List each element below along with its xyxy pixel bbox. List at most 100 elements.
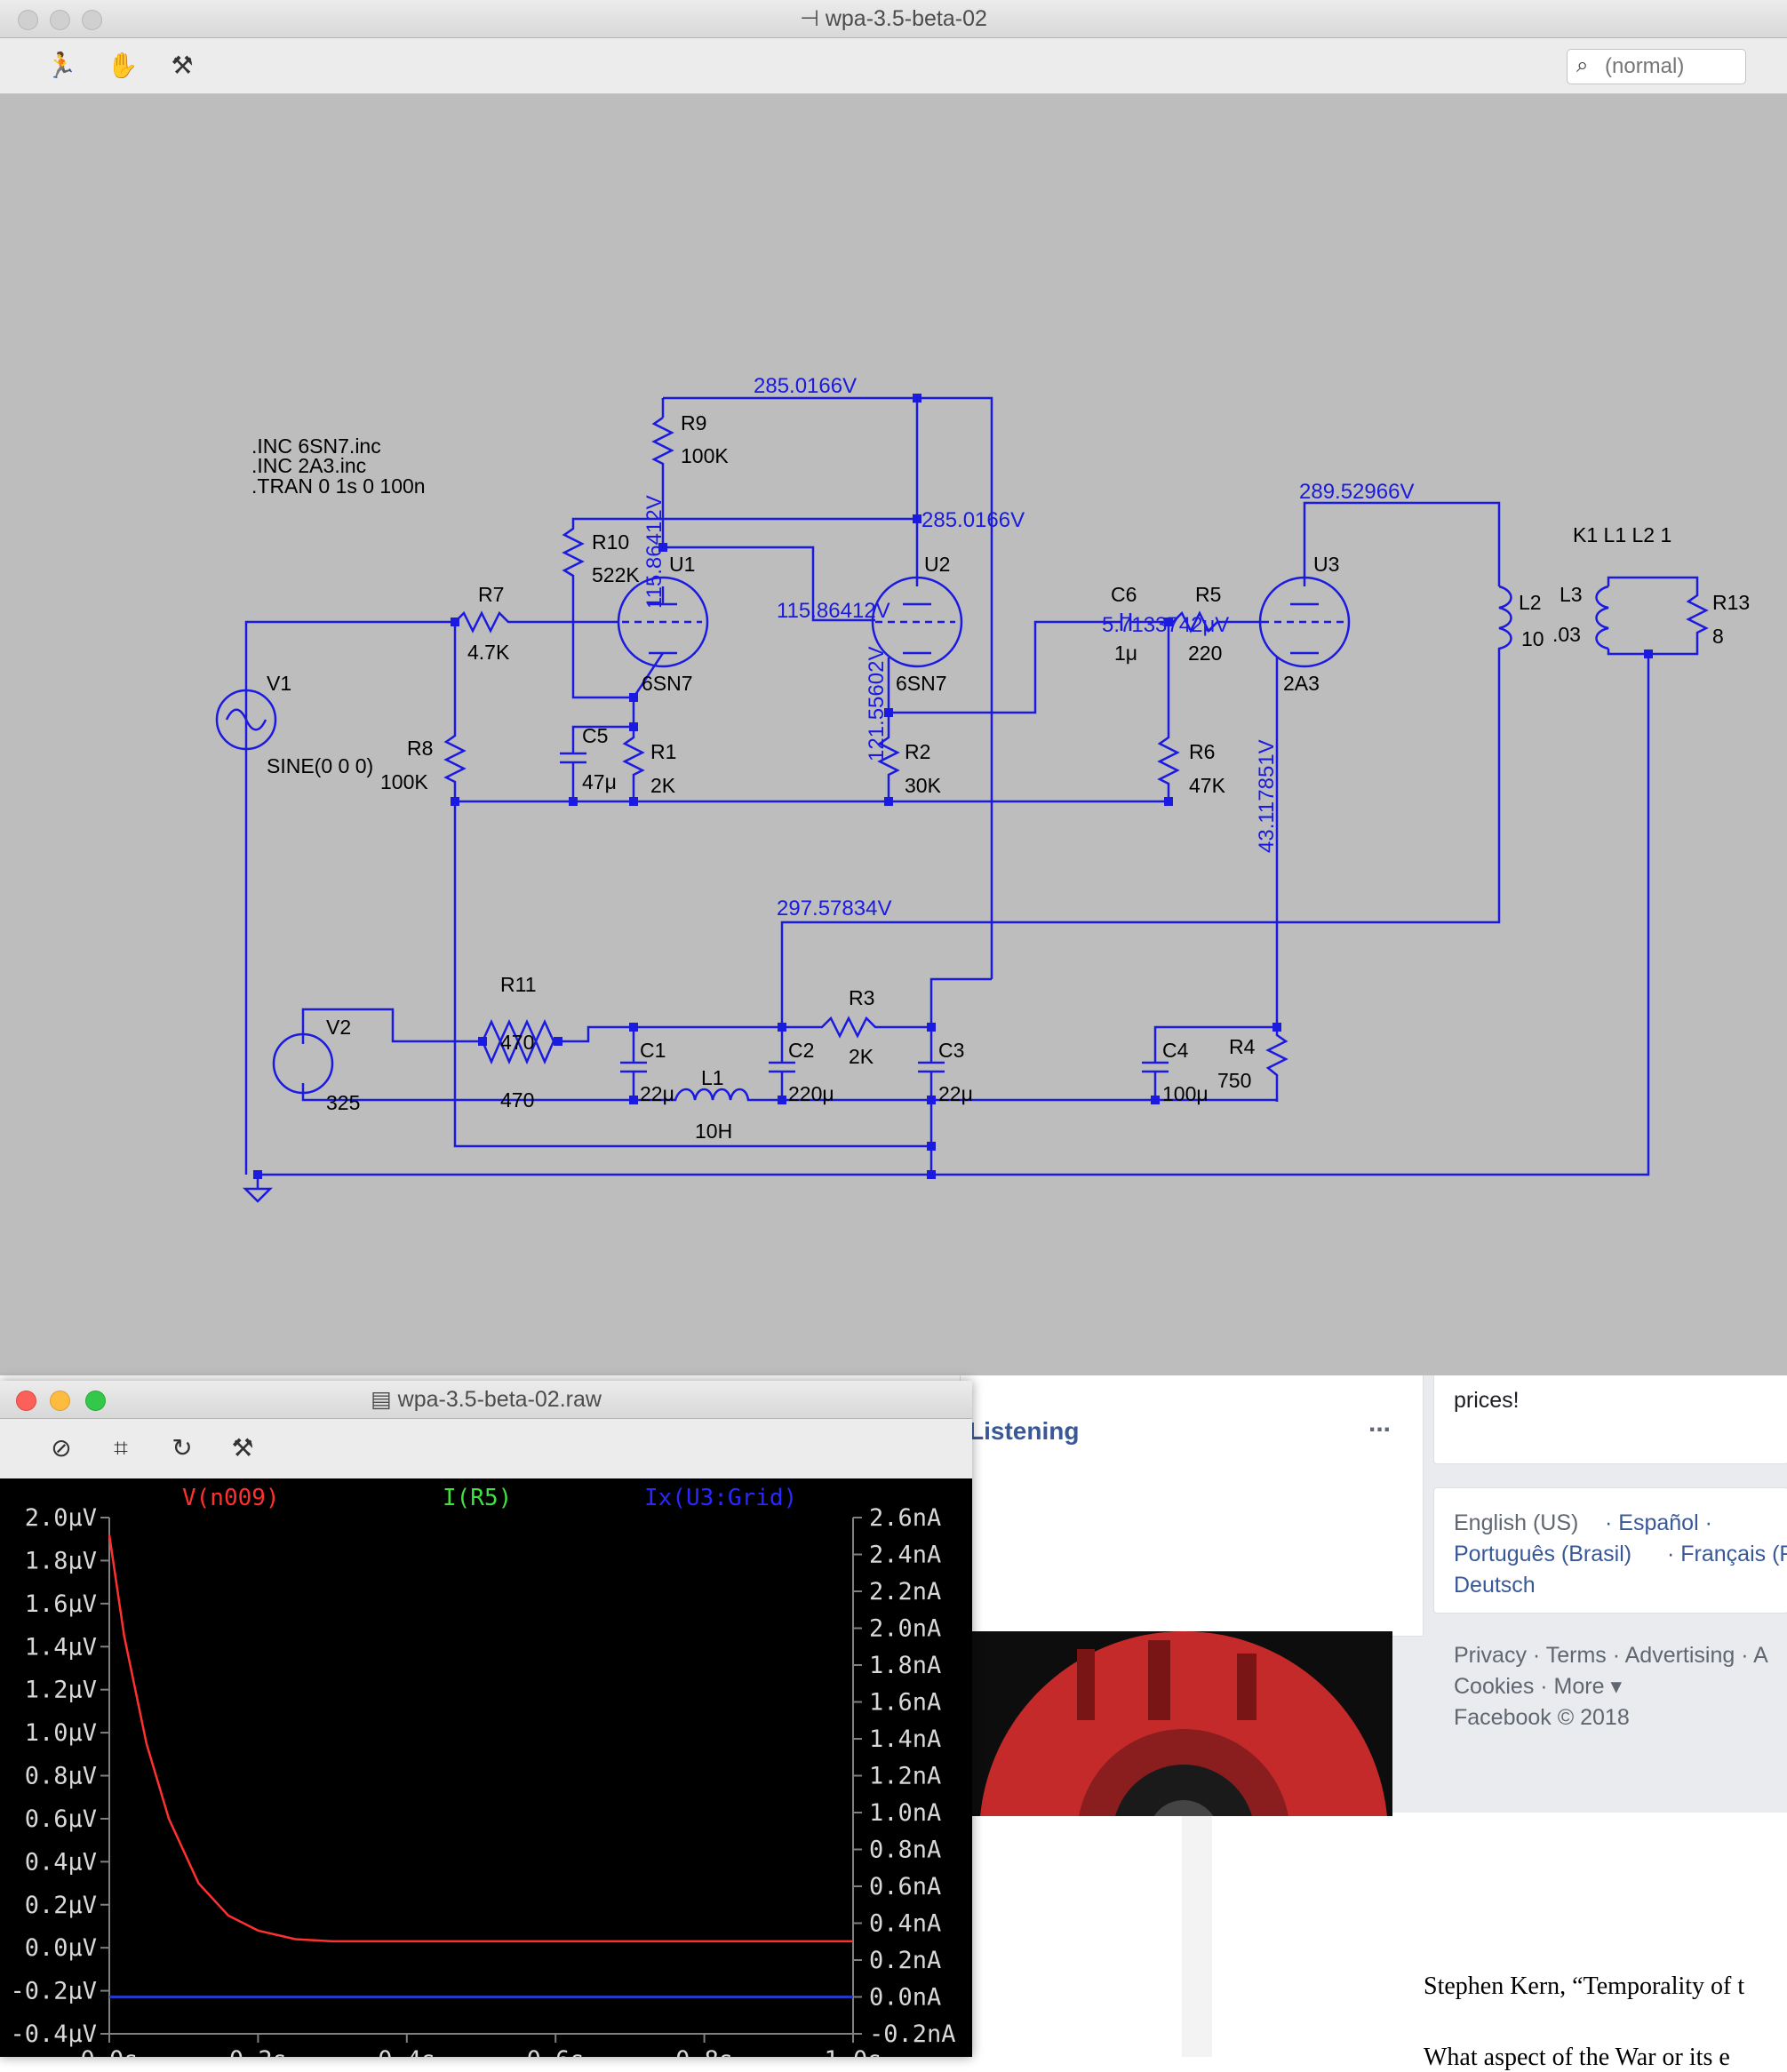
resistor-r6[interactable] — [1157, 622, 1180, 801]
capacitor-c5[interactable] — [560, 725, 634, 801]
tube-u3[interactable] — [1258, 576, 1351, 668]
autorange-icon[interactable]: ⌗ — [114, 1434, 128, 1462]
spice-directive[interactable]: .INC 2A3.inc — [251, 454, 366, 477]
post-title[interactable]: Listening — [969, 1417, 1080, 1445]
x-tick-label: 0.2s — [229, 2046, 287, 2057]
resistor-r3[interactable] — [558, 977, 992, 1043]
pan-hand-icon[interactable]: ✋ — [107, 52, 139, 79]
wire — [301, 1008, 483, 1044]
trace-label-ixu3grid[interactable]: Ix(U3:Grid) — [644, 1485, 797, 1511]
source-v2[interactable] — [272, 1032, 334, 1095]
post-menu-button[interactable]: ... — [1368, 1408, 1392, 1438]
inductor-l3[interactable] — [1595, 585, 1609, 650]
close-button[interactable] — [18, 10, 38, 30]
resistor-r4[interactable] — [1265, 657, 1288, 1102]
hammer-icon[interactable]: ⚒ — [171, 52, 194, 79]
value-v1: SINE(0 0 0) — [267, 754, 373, 777]
capacitor-c4[interactable] — [1142, 1025, 1277, 1102]
resistor-r8[interactable] — [443, 622, 931, 1148]
language-link-fr[interactable]: · Français (Fr — [1667, 1542, 1787, 1566]
zoom-button[interactable] — [82, 10, 102, 30]
value-r3: 2K — [849, 1045, 874, 1068]
y-right-tick-label: 1.8nA — [869, 1652, 941, 1679]
post-image[interactable] — [970, 1631, 1392, 1816]
label-c5: C5 — [582, 724, 608, 747]
y-left-tick-label: 0.0μV — [25, 1934, 97, 1962]
inductor-l1[interactable] — [634, 1088, 1279, 1102]
label-c6: C6 — [1111, 583, 1137, 606]
y-right-tick-label: 2.0nA — [869, 1615, 941, 1643]
language-link-es[interactable]: · Español · — [1605, 1510, 1712, 1535]
zoom-cancel-icon[interactable]: ⊘ — [51, 1434, 72, 1462]
capacitor-c6[interactable] — [1120, 610, 1262, 634]
footer-links[interactable]: Privacy · Terms · Advertising · A — [1454, 1643, 1768, 1668]
plot-doc-icon: ▤ — [371, 1387, 398, 1412]
node-voltage-label: 285.0166V — [754, 374, 857, 398]
node-voltage-label: 121.55602V — [865, 647, 889, 761]
spice-directive[interactable]: .INC 6SN7.inc — [251, 434, 381, 458]
minimize-button[interactable] — [50, 10, 70, 30]
resistor-r11-r12[interactable] — [481, 1018, 558, 1065]
close-button[interactable] — [16, 1391, 36, 1411]
schematic-window: ⊣ wpa-3.5-beta-02 🏃 ✋ ⚒ ⌕ — [0, 0, 1787, 1375]
value-r13: 8 — [1712, 625, 1724, 648]
zoom-button[interactable] — [85, 1391, 106, 1411]
wire — [632, 652, 665, 698]
y-left-tick-label: 1.4μV — [25, 1633, 97, 1661]
y-right-tick-label: 1.6nA — [869, 1689, 941, 1717]
value-r8: 100K — [380, 770, 428, 793]
language-link-de[interactable]: Deutsch — [1454, 1573, 1536, 1598]
spice-directive[interactable]: .TRAN 0 1s 0 100n — [251, 474, 426, 498]
label-c3: C3 — [938, 1039, 964, 1062]
label-v1: V1 — [267, 672, 291, 695]
resistor-r13[interactable] — [1607, 576, 1709, 656]
node-voltage-label: 297.57834V — [777, 897, 891, 920]
y-left-tick-label: 0.6μV — [25, 1805, 97, 1833]
tube-u2[interactable] — [871, 576, 963, 668]
wire — [663, 546, 875, 622]
y-left-tick-label: 0.4μV — [25, 1848, 97, 1876]
language-link-pt[interactable]: Português (Brasil) — [1454, 1542, 1632, 1566]
node-voltage-label: 5.7133742μV — [1102, 613, 1229, 637]
value-c2: 220μ — [788, 1082, 834, 1105]
capacitor-c1[interactable] — [620, 1027, 647, 1102]
schematic-toolbar: 🏃 ✋ ⚒ ⌕ — [0, 38, 1787, 94]
refresh-icon[interactable]: ↻ — [172, 1434, 193, 1462]
search-icon: ⌕ — [1576, 53, 1589, 77]
resistor-r1[interactable] — [622, 697, 645, 801]
label-r3: R3 — [849, 986, 874, 1009]
resistor-r7[interactable] — [244, 610, 618, 694]
y-right-tick-label: 2.2nA — [869, 1578, 941, 1606]
schematic-titlebar[interactable]: ⊣ wpa-3.5-beta-02 — [0, 0, 1787, 38]
y-right-tick-label: 0.4nA — [869, 1910, 941, 1938]
label-r10: R10 — [592, 530, 629, 554]
value-l1: 10H — [695, 1120, 732, 1143]
inductor-l2[interactable] — [780, 585, 1512, 1029]
minimize-button[interactable] — [50, 1391, 70, 1411]
resistor-r2[interactable] — [877, 657, 900, 801]
tube-u1[interactable] — [617, 576, 709, 668]
tube-electrodes — [649, 586, 1319, 655]
waveform-plot[interactable]: V(n009) I(R5) Ix(U3:Grid) 2.0μV1.8μV1.6μ… — [0, 1478, 972, 2057]
wire — [258, 654, 1650, 1176]
search-input[interactable] — [1603, 53, 1740, 80]
coupling-directive[interactable]: K1 L1 L2 1 — [1573, 523, 1671, 546]
hammer-icon[interactable]: ⚒ — [231, 1434, 254, 1462]
footer-links-2[interactable]: Cookies · More ▾ — [1454, 1674, 1622, 1699]
run-icon[interactable]: 🏃 — [45, 52, 77, 79]
capacitor-c2[interactable] — [769, 1027, 795, 1102]
label-r8: R8 — [407, 737, 433, 760]
label-r2: R2 — [905, 740, 930, 763]
source-v1[interactable] — [215, 689, 277, 751]
search-field[interactable]: ⌕ — [1567, 49, 1746, 84]
resistor-r9[interactable] — [651, 416, 674, 547]
label-r11: R11 — [500, 973, 537, 996]
resistor-r10[interactable] — [562, 517, 917, 699]
waveform-titlebar[interactable]: ▤ wpa-3.5-beta-02.raw — [0, 1381, 972, 1419]
schematic-canvas[interactable]: .INC 6SN7.inc .INC 2A3.inc .TRAN 0 1s 0 … — [0, 94, 1787, 1375]
trace-label-ir5[interactable]: I(R5) — [443, 1485, 512, 1511]
x-tick-label: 0.8s — [675, 2046, 733, 2057]
trace-label-vn009[interactable]: V(n009) — [182, 1485, 280, 1511]
y-right-tick-label: 2.6nA — [869, 1504, 941, 1532]
capacitor-c3[interactable] — [918, 1027, 945, 1102]
